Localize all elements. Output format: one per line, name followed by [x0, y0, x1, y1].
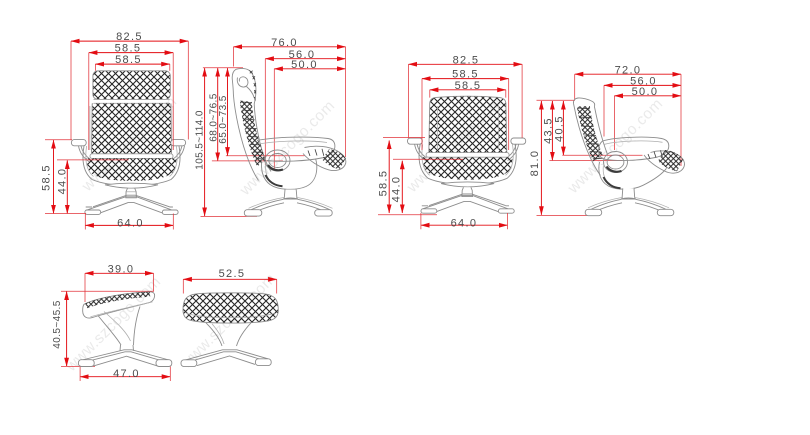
svg-text:58.5: 58.5 [115, 42, 142, 54]
svg-text:58.5: 58.5 [452, 69, 479, 81]
svg-text:72.0: 72.0 [615, 64, 642, 76]
svg-text:43.5: 43.5 [543, 117, 555, 144]
svg-text:39.0: 39.0 [108, 263, 135, 275]
svg-text:82.5: 82.5 [453, 54, 480, 66]
svg-text:68.0~76.5: 68.0~76.5 [208, 93, 219, 141]
svg-text:50.0: 50.0 [632, 86, 659, 98]
svg-text:58.5: 58.5 [41, 164, 53, 191]
svg-text:56.0: 56.0 [630, 76, 657, 88]
svg-text:64.0: 64.0 [451, 217, 478, 229]
svg-text:58.5: 58.5 [455, 80, 482, 92]
svg-text:52.5: 52.5 [219, 268, 246, 280]
svg-text:44.0: 44.0 [391, 176, 403, 203]
svg-text:40.5~45.5: 40.5~45.5 [52, 300, 63, 348]
svg-text:40.5: 40.5 [554, 115, 566, 142]
svg-text:44.0: 44.0 [57, 168, 69, 195]
svg-text:50.0: 50.0 [291, 59, 318, 71]
svg-text:76.0: 76.0 [271, 37, 298, 49]
svg-text:47.0: 47.0 [113, 368, 140, 380]
svg-text:64.0: 64.0 [117, 218, 144, 230]
svg-text:81.0: 81.0 [529, 150, 541, 177]
svg-text:105.5~114.0: 105.5~114.0 [195, 110, 206, 170]
svg-text:65.0~73.5: 65.0~73.5 [218, 95, 229, 143]
svg-text:82.5: 82.5 [116, 31, 143, 43]
svg-text:56.0: 56.0 [289, 49, 316, 61]
svg-text:58.5: 58.5 [378, 170, 390, 197]
svg-text:58.5: 58.5 [115, 54, 142, 66]
